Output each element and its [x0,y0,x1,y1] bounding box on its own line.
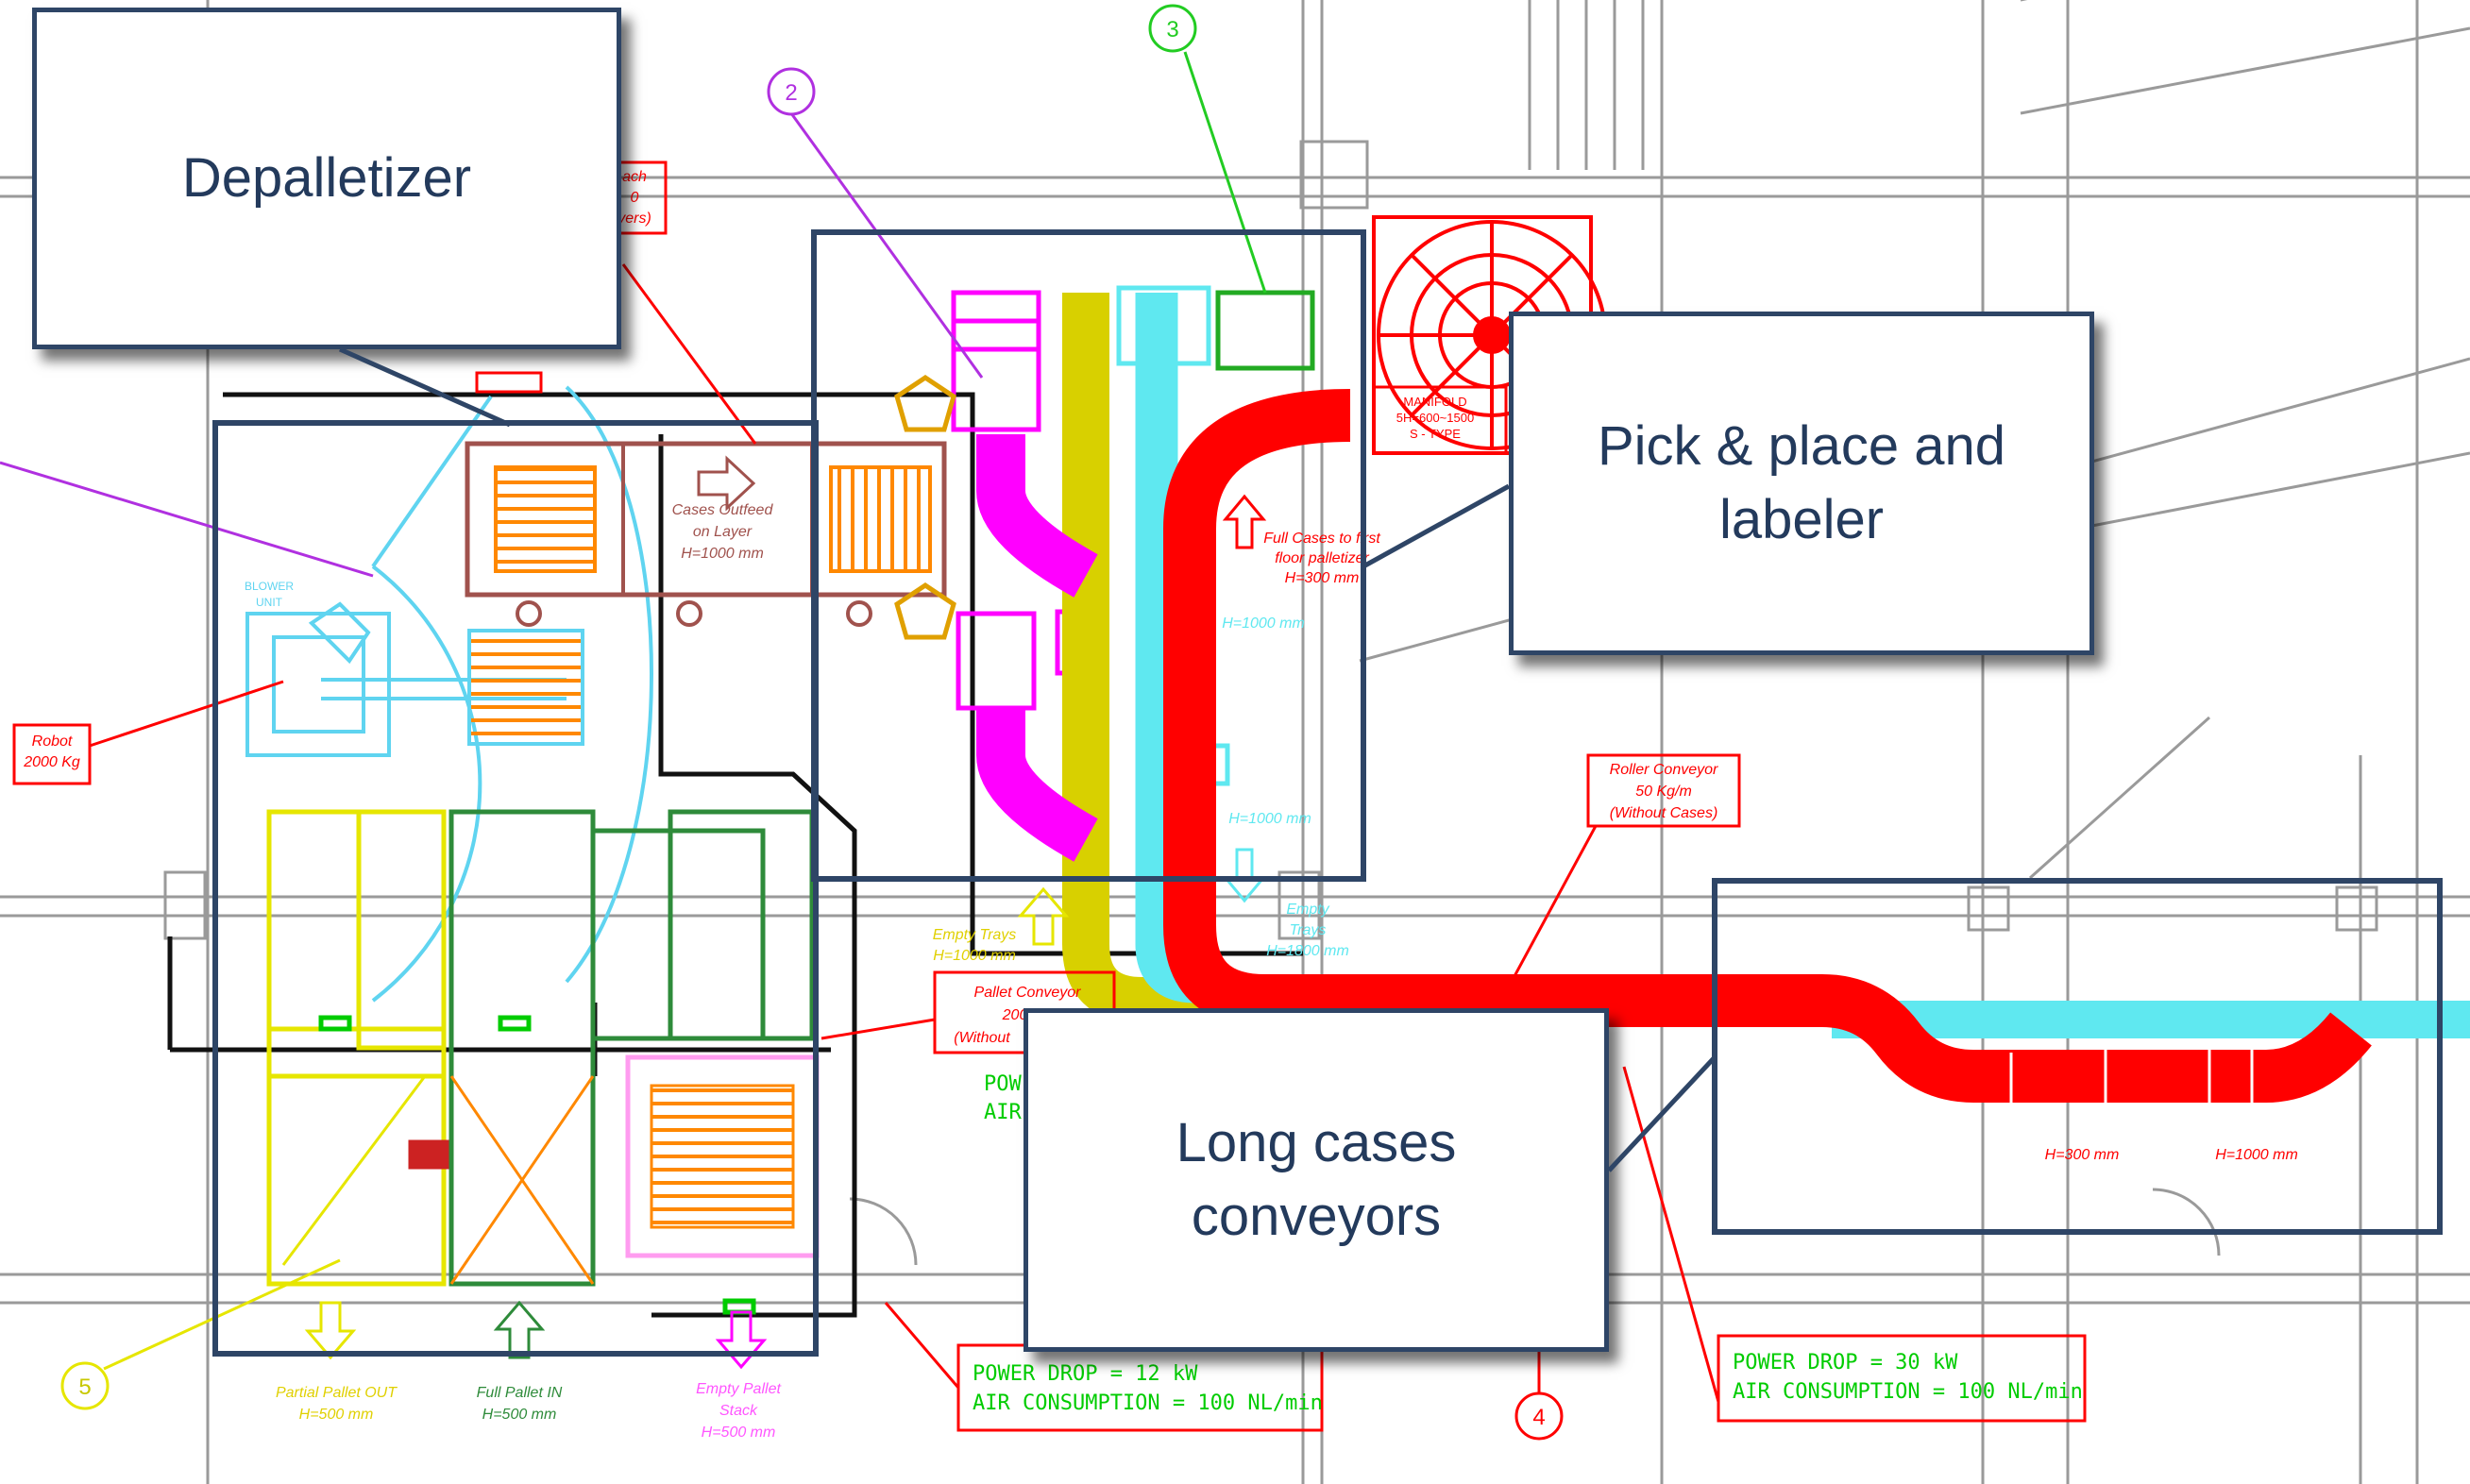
power-drop-30-line-1: POWER DROP = 30 kW [1733,1351,1958,1374]
marker-2-label: 2 [785,80,797,106]
power-drop-12-line-1: POWER DROP = 12 kW [973,1362,1198,1386]
callout-pick-place: Pick & place and labeler [1509,312,2094,655]
robot-label-1: Robot [32,734,73,750]
top-box-text-2: 0 [631,190,639,206]
top-box-text-3: yers) [617,211,651,227]
cases-outfeed-label-1: Cases Outfeed [672,502,774,518]
empty-pallet-1: Empty Pallet [696,1381,781,1397]
cases-outfeed-label-3: H=1000 mm [681,546,764,562]
empty-trays-right-3: H=1800 mm [1266,943,1349,959]
conveyor-height-1000: H=1000 mm [2215,1147,2298,1163]
height-label-b: H=1000 mm [1228,811,1311,827]
callout-depalletizer: Depalletizer [32,8,621,349]
power-drop-30-line-2: AIR CONSUMPTION = 100 NL/min [1733,1380,2083,1404]
air-label: AIR [984,1101,1022,1124]
marker-4: 4 [1514,1391,1564,1441]
full-pallet-1: Full Pallet IN [477,1385,563,1401]
manifold-1: MANIFOLD [1403,395,1466,409]
full-pallet-2: H=500 mm [482,1407,557,1423]
top-box-text-1: ach [622,169,647,185]
roller-conveyor-3: (Without Cases) [1610,805,1718,821]
partial-pallet-2: H=500 mm [299,1407,374,1423]
pallet-conveyor-2: 200 [1002,1007,1028,1023]
marker-4-label: 4 [1532,1405,1545,1430]
empty-trays-left-2: H=1000 mm [933,948,1016,964]
manifold-2: 5H=600~1500 [1396,411,1474,425]
pallet-conveyor-3: (Without [954,1030,1010,1046]
callout-long-cases: Long cases conveyors [1024,1008,1609,1352]
marker-2: 2 [767,67,816,116]
roller-conveyor-2: 50 Kg/m [1635,784,1692,800]
marker-5-label: 5 [78,1374,91,1400]
pallet-conveyor-1: Pallet Conveyor [974,985,1082,1001]
conveyor-height-300: H=300 mm [2045,1147,2120,1163]
robot-label-2: 2000 Kg [23,754,80,770]
empty-trays-right-1: Empty [1286,902,1329,918]
marker-5: 5 [60,1361,110,1410]
empty-pallet-3: H=500 mm [702,1425,776,1441]
blower-unit-label-2: UNIT [256,596,283,609]
full-cases-label-3: H=300 mm [1285,570,1360,586]
callout-long-cases-text: Long cases conveyors [1176,1111,1457,1247]
height-label-a: H=1000 mm [1222,616,1305,632]
empty-trays-right-2: Trays [1290,922,1327,938]
empty-trays-left-1: Empty Trays [933,927,1017,943]
cases-outfeed-label-2: on Layer [693,524,753,540]
full-cases-label-1: Full Cases to first [1263,531,1380,547]
marker-3-label: 3 [1166,17,1178,42]
full-cases-label-2: floor palletizer [1275,550,1369,566]
pallet-conveyors [266,809,820,1315]
cases-outfeed-conveyor [465,441,947,746]
power-labels: POWER DROP = 12 kW AIR CONSUMPTION = 100… [973,1072,2083,1415]
callout-depalletizer-text: Depalletizer [181,146,472,209]
empty-pallet-2: Stack [719,1403,758,1419]
power-drop-12-line-2: AIR CONSUMPTION = 100 NL/min [973,1391,1323,1415]
callout-pick-place-text: Pick & place and labeler [1597,414,2006,550]
blower-unit-label-1: BLOWER [245,580,294,593]
partial-pallet-1: Partial Pallet OUT [276,1385,398,1401]
roller-conveyor-1: Roller Conveyor [1610,762,1718,778]
pow-label: POW [984,1072,1022,1096]
marker-3: 3 [1148,4,1197,53]
manifold-3: S - TYPE [1410,427,1461,441]
